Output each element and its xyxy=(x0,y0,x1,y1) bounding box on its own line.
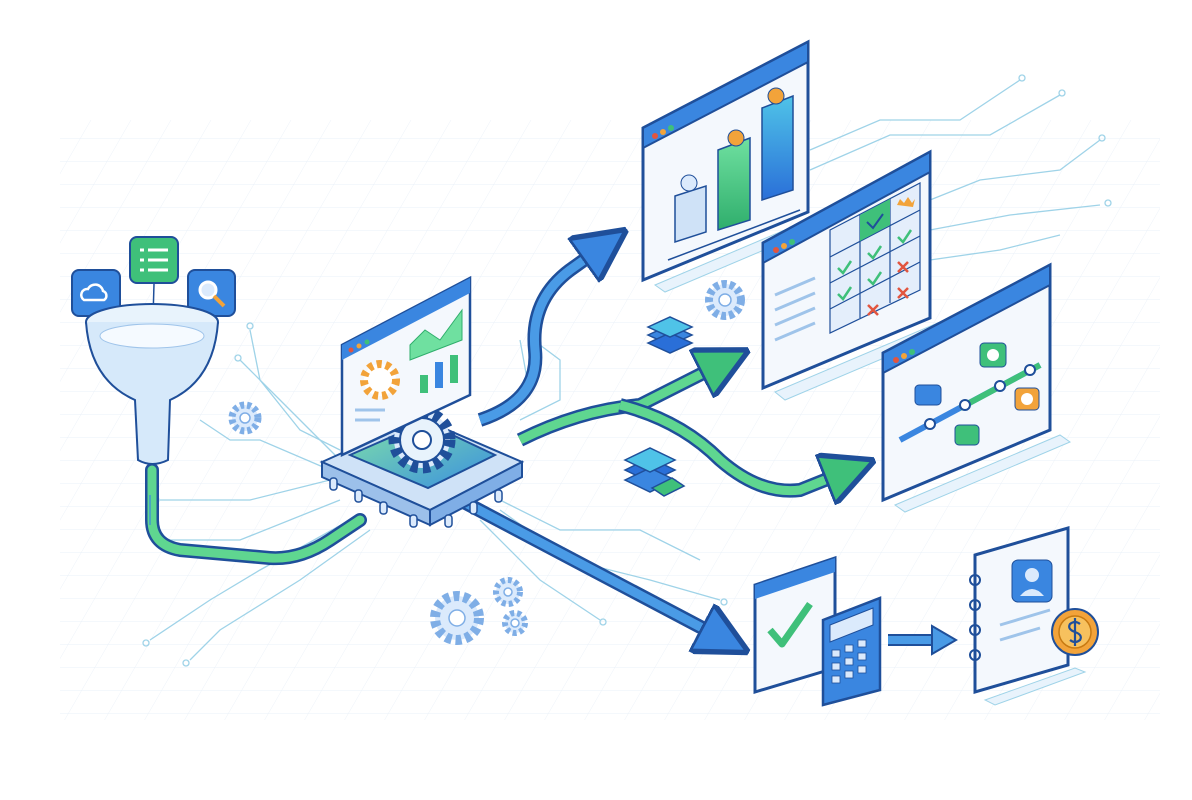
decorative-gears xyxy=(228,280,745,645)
list-icon xyxy=(129,236,179,284)
gear-icon xyxy=(493,577,523,607)
chip-gear-icon xyxy=(319,275,525,528)
gear-icon xyxy=(360,360,400,400)
money-stack-icon xyxy=(623,447,686,497)
search-icon xyxy=(187,269,236,317)
data-sources xyxy=(71,236,236,465)
timeline-icon xyxy=(881,262,1072,513)
contact-book-icon xyxy=(969,526,1087,706)
calculator-icon xyxy=(821,596,882,707)
gear-icon xyxy=(705,280,745,320)
arrow-right-icon xyxy=(888,624,958,656)
gear-icon xyxy=(228,401,262,435)
gear-icon xyxy=(502,610,528,636)
pipes xyxy=(145,245,850,640)
funnel-icon xyxy=(85,303,219,465)
chip-dashboard-screen xyxy=(340,275,472,457)
gear-icon xyxy=(430,591,484,645)
money-stack-icon xyxy=(646,316,694,354)
dollar-coin-icon xyxy=(1051,608,1099,656)
checklist-icon xyxy=(753,555,837,695)
